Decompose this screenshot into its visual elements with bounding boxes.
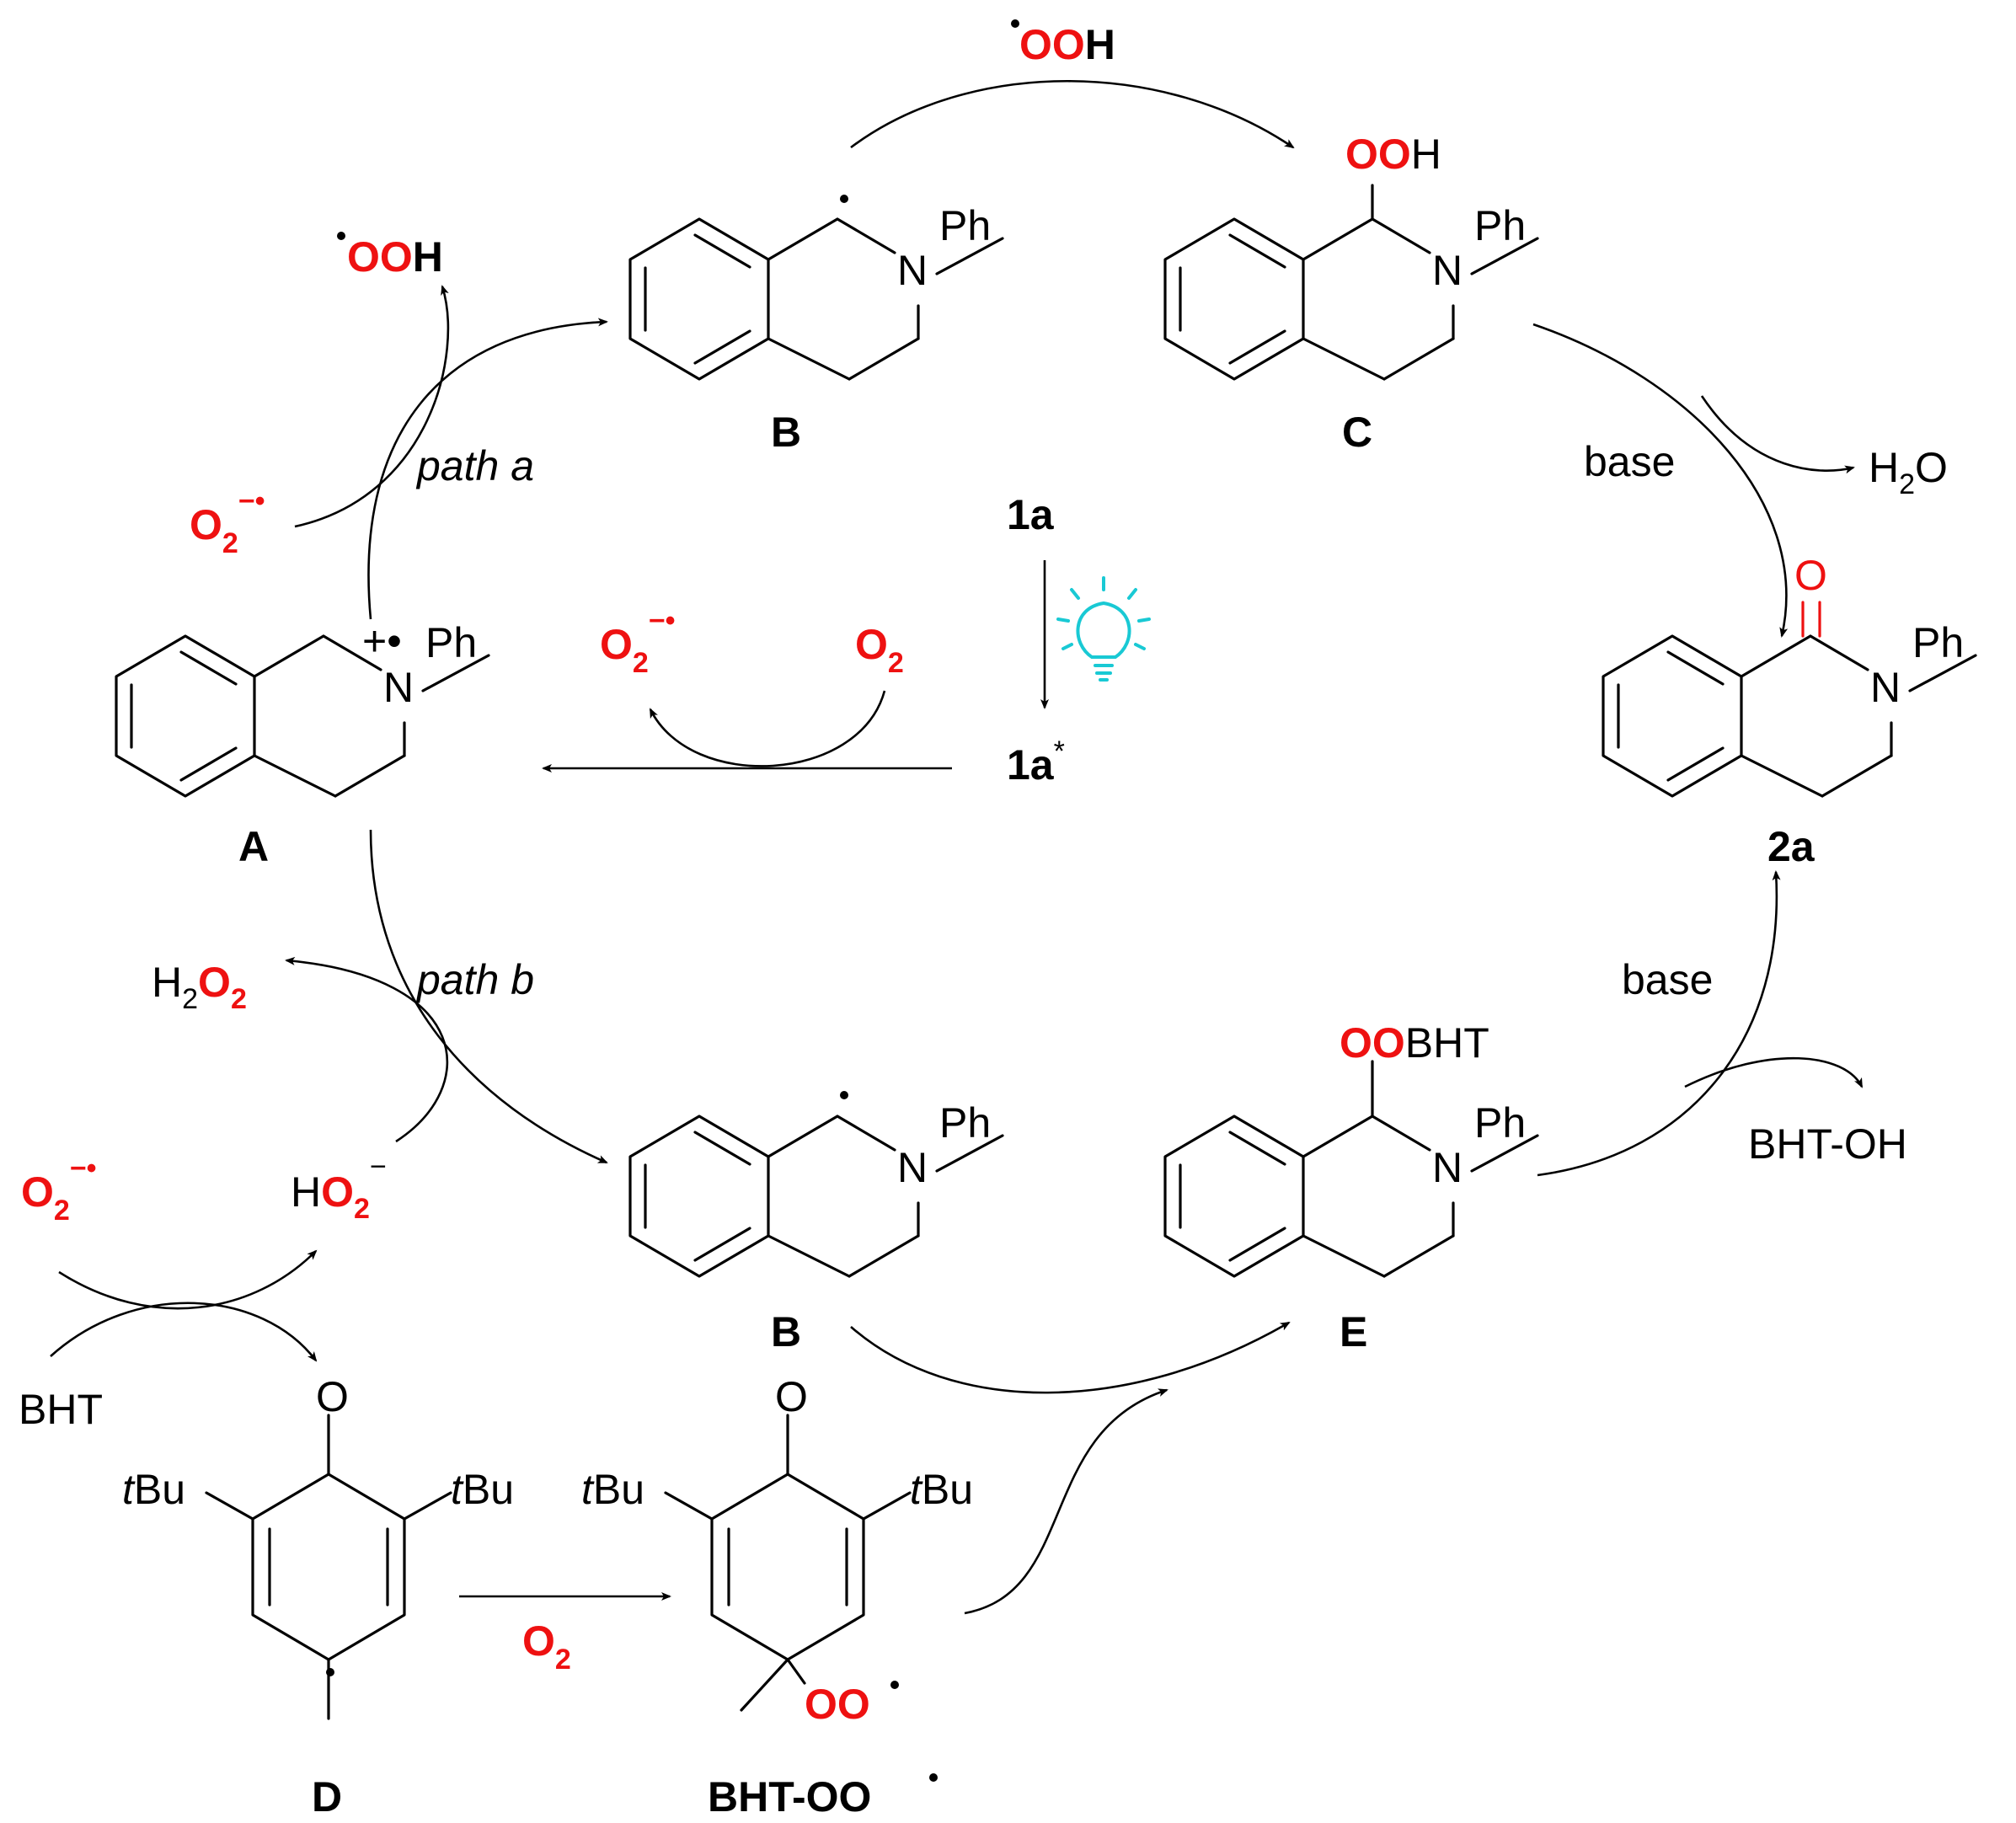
- svg-text:OOBHT: OOBHT: [1340, 1019, 1489, 1067]
- peroxy-BHT: BHT: [1405, 1019, 1489, 1067]
- svg-text:O2−•: O2−•: [190, 485, 265, 559]
- reaction-arrows: [50, 80, 1864, 1615]
- structure-A: N +• Ph A: [115, 617, 490, 870]
- atom-N: N: [383, 664, 414, 711]
- carbonyl-O: O: [1794, 552, 1827, 599]
- structure-B-bottom: N Ph B: [628, 1091, 1004, 1355]
- phenyl-label: Ph: [939, 1099, 991, 1147]
- svg-text:O2−•: O2−•: [21, 1152, 97, 1227]
- photoexcitation: 1a 1a*: [1007, 491, 1151, 789]
- hydrogen-peroxide: H2O2: [152, 959, 247, 1015]
- BHT-reagent: BHT: [19, 1386, 103, 1433]
- label-2a: 2a: [1767, 823, 1815, 870]
- svg-text:tBu: tBu: [451, 1466, 514, 1513]
- atom-N: N: [897, 1144, 928, 1191]
- svg-text:1a*: 1a*: [1007, 735, 1065, 789]
- svg-text:O2: O2: [522, 1617, 571, 1676]
- structure-C: N Ph OOH C: [1163, 131, 1539, 456]
- label-1a-star: 1a: [1007, 741, 1055, 789]
- phenyl-label: Ph: [1474, 1099, 1526, 1147]
- svg-text:OOH: OOH: [1345, 131, 1441, 178]
- structure-B-top: N Ph B: [628, 195, 1004, 456]
- label-B-bottom: B: [771, 1308, 801, 1355]
- light-bulb-icon: [1056, 576, 1151, 682]
- atom-N: N: [1870, 664, 1901, 711]
- hydroperoxide-anion: HO2−: [291, 1151, 387, 1225]
- hydroperoxy-H: H: [1411, 131, 1441, 178]
- svg-text:O2: O2: [855, 621, 904, 679]
- atom-O: O: [316, 1373, 349, 1420]
- path-a-label: path a: [415, 442, 534, 489]
- peroxyl-OO: OO: [805, 1681, 870, 1728]
- atom-N: N: [1432, 247, 1463, 294]
- atom-N: N: [1432, 1144, 1463, 1191]
- svg-text:tBu: tBu: [122, 1466, 185, 1513]
- svg-text:H2O: H2O: [1869, 444, 1948, 500]
- svg-text:OOH: OOH: [1019, 21, 1115, 68]
- atom-O: O: [775, 1373, 808, 1420]
- label-1a: 1a: [1007, 491, 1055, 538]
- hydroperoxy-OO: OO: [1345, 131, 1411, 178]
- svg-text:O2−•: O2−•: [600, 605, 676, 679]
- phenyl-label: Ph: [1474, 202, 1526, 249]
- base-label-lower: base: [1622, 956, 1713, 1003]
- structure-2a: O N Ph 2a: [1602, 552, 1977, 870]
- peroxy-OO: OO: [1340, 1019, 1405, 1067]
- hydroperoxyl-top: OOH: [1011, 19, 1115, 68]
- svg-text:OOH: OOH: [347, 233, 443, 281]
- label-BHT-OO: BHT-OO: [708, 1773, 871, 1820]
- svg-text:tBu: tBu: [581, 1466, 644, 1513]
- oxygen-bottom: O2: [522, 1617, 571, 1676]
- label-D: D: [312, 1773, 342, 1820]
- structure-BHT-OO-radical: O tBu tBu OO BHT-OO: [581, 1373, 973, 1820]
- label-B-top: B: [771, 409, 801, 456]
- base-label-upper: base: [1584, 438, 1675, 485]
- label-A: A: [238, 823, 269, 870]
- label-C: C: [1342, 409, 1372, 456]
- svg-text:tBu: tBu: [910, 1466, 973, 1513]
- superoxide-path-a: O2−•: [190, 485, 265, 559]
- svg-text:HO2−: HO2−: [291, 1151, 387, 1225]
- label-E: E: [1340, 1308, 1367, 1355]
- phenyl-label: Ph: [1912, 619, 1964, 666]
- structure-E: N Ph OOBHT E: [1163, 1019, 1539, 1355]
- phenyl-label: Ph: [939, 202, 991, 249]
- phenyl-label: Ph: [425, 619, 477, 666]
- oxygen-center: O2: [855, 621, 904, 679]
- superoxide-lower-left: O2−•: [21, 1152, 97, 1227]
- superoxide-center: O2−•: [600, 605, 676, 679]
- structure-D: O tBu tBu D: [122, 1373, 514, 1820]
- atom-N: N: [897, 247, 928, 294]
- water-product: H2O: [1869, 444, 1948, 500]
- radical-cation-charge: +•: [362, 617, 402, 665]
- path-b-label: path b: [415, 956, 534, 1003]
- BHT-OH-product: BHT-OH: [1748, 1120, 1907, 1168]
- hydroperoxyl-left: OOH: [337, 232, 443, 281]
- svg-text:H2O2: H2O2: [152, 959, 247, 1015]
